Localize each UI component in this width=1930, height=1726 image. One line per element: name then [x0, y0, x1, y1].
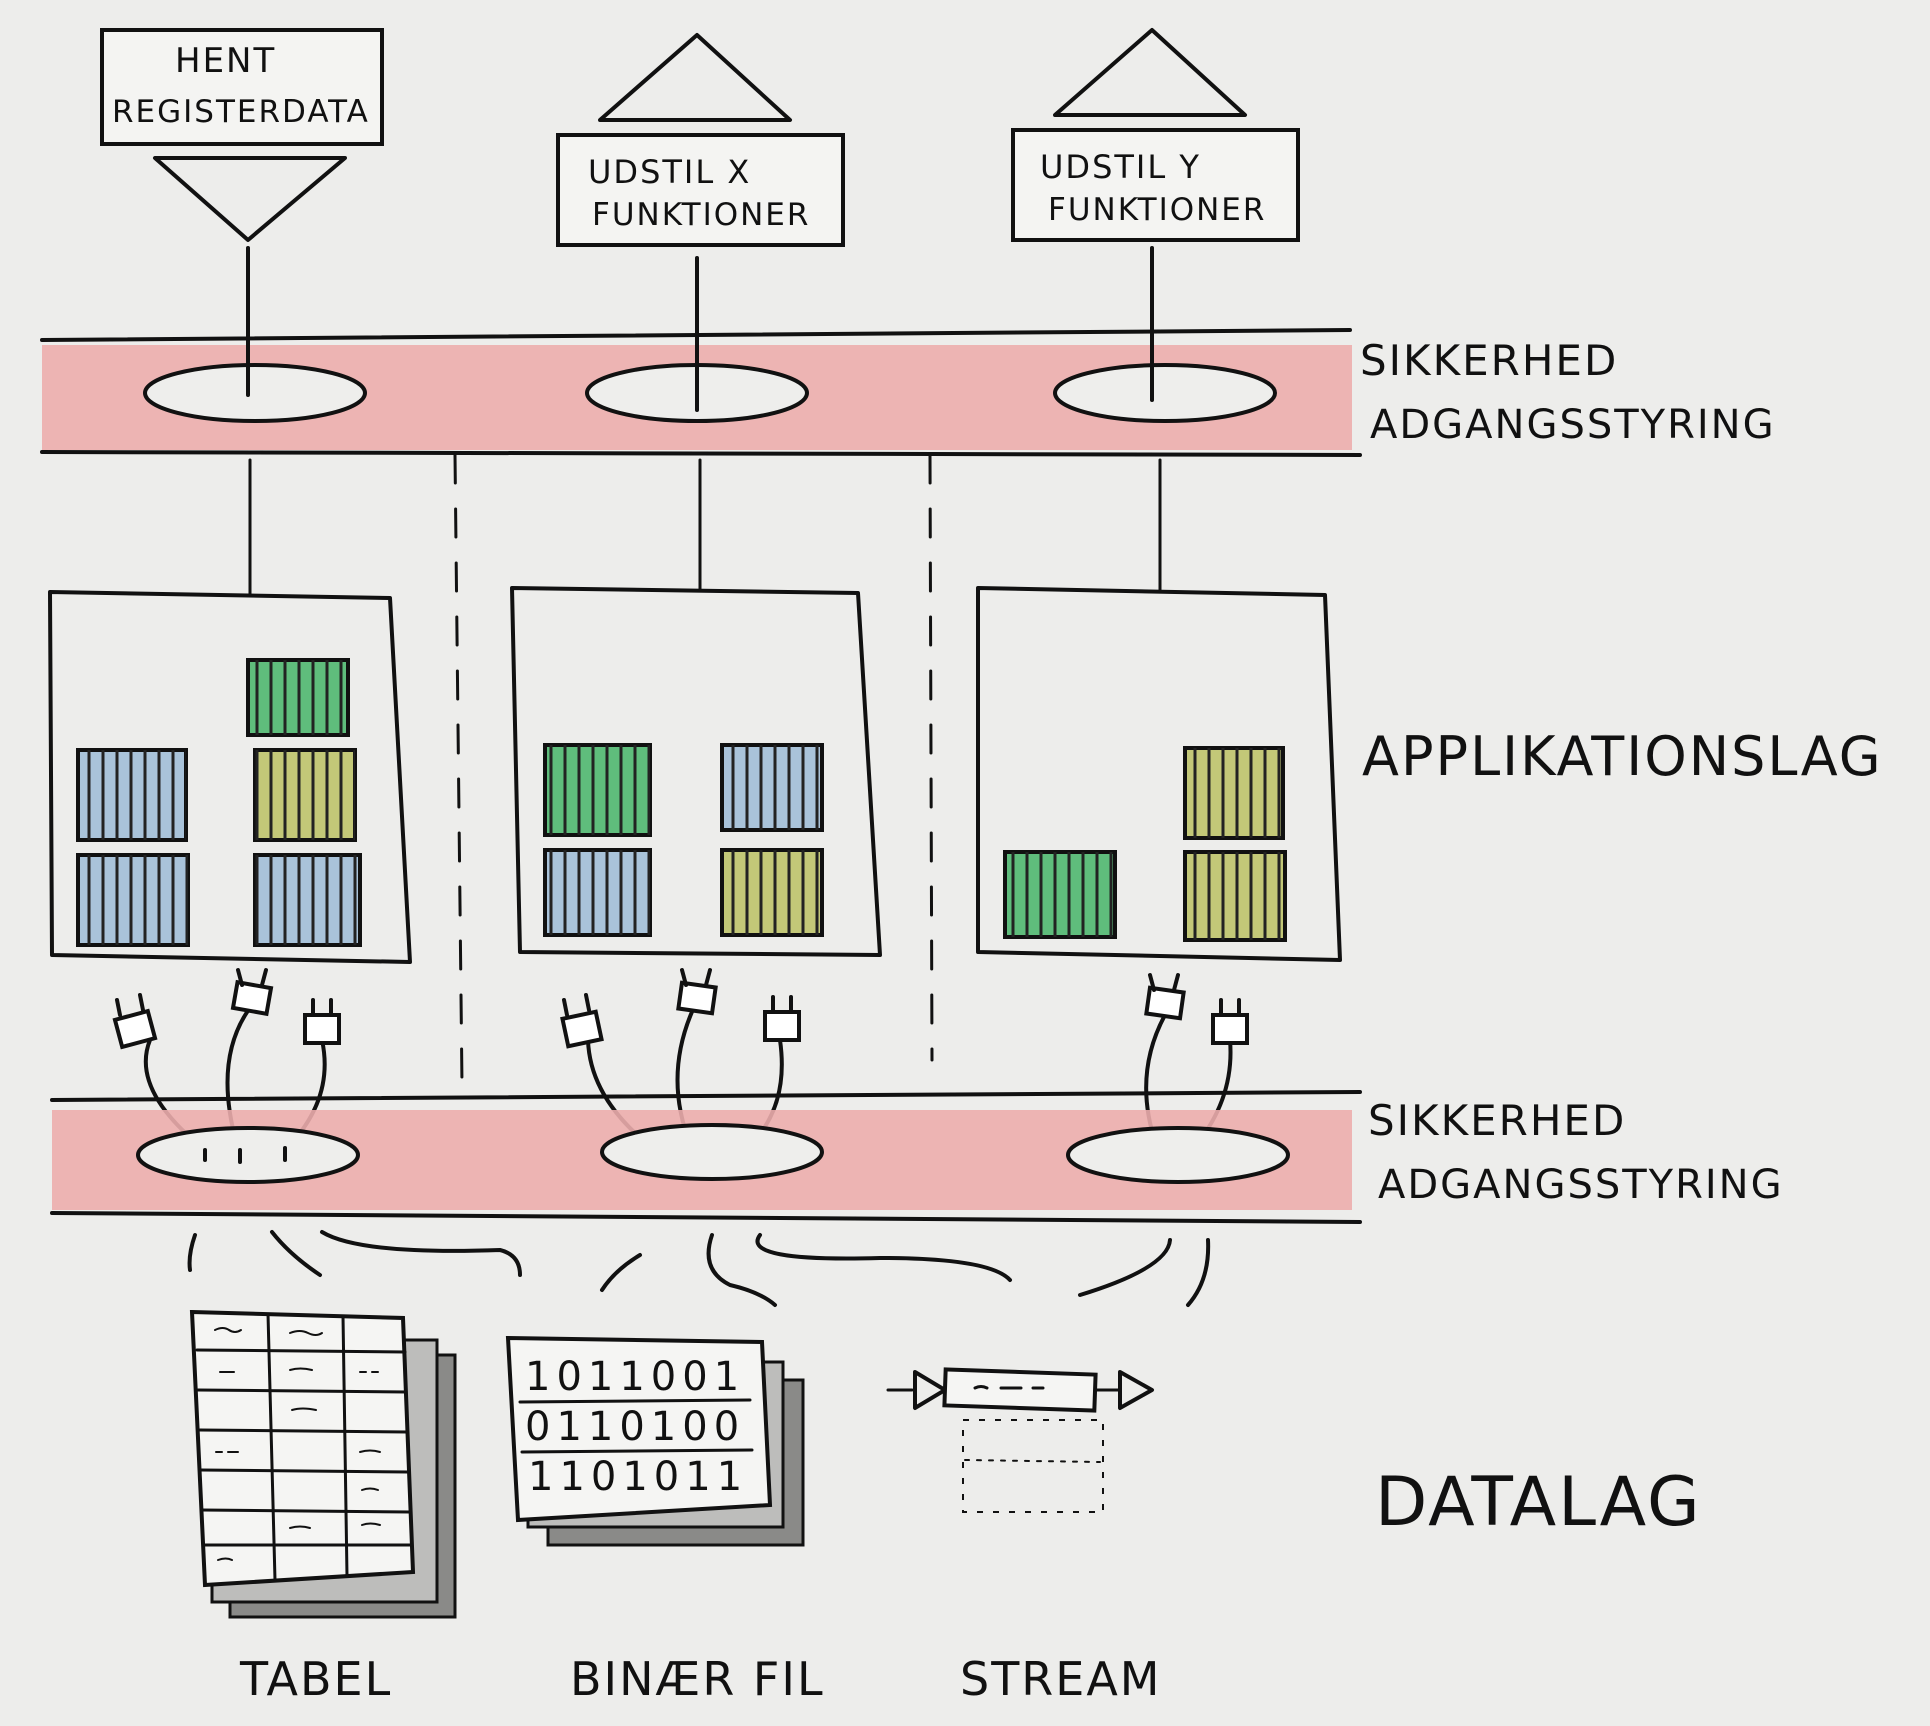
security-top-line2: Adgangsstyring: [1370, 402, 1776, 448]
plug-icon: [230, 968, 274, 1017]
fetch-registerdata-box: Hent Registerdata: [100, 28, 384, 242]
binary-row: 0110100: [525, 1404, 745, 1450]
security-gate-bottom-1: [136, 1126, 360, 1184]
plug-icon: [1144, 973, 1186, 1021]
plug-icon: [763, 995, 801, 1042]
security-band-bottom: Sikkerhed Adgangsstyring: [50, 1090, 1784, 1224]
plug-icon: [112, 993, 158, 1050]
data-cables: [187, 1230, 1211, 1307]
application-layer-label: Applikationslag: [1362, 725, 1883, 788]
expose-y-label-line2: Funktioner: [1048, 192, 1266, 228]
expose-x-box: Udstil X Funktioner: [556, 33, 845, 247]
top-connectors: [246, 246, 1162, 597]
expose-x-label-line1: Udstil X: [588, 153, 751, 191]
plug-icon: [560, 993, 604, 1049]
plugs-column-3: [1144, 973, 1249, 1157]
app-container-2: [510, 586, 882, 957]
expose-x-roof-icon: [598, 33, 792, 122]
stream-icon: Stream: [886, 1367, 1161, 1706]
fetch-label-line2: Registerdata: [112, 94, 370, 130]
security-gate-bottom-2: [600, 1123, 824, 1181]
fetch-label-line1: Hent: [175, 41, 276, 81]
plug-icon: [303, 998, 341, 1045]
security-band-top: Sikkerhed Adgangsstyring: [40, 328, 1776, 457]
security-gate-bottom-3: [1066, 1126, 1290, 1184]
fetch-funnel-icon: [153, 156, 347, 242]
binary-row: 1101011: [528, 1454, 748, 1500]
plug-icon: [676, 968, 718, 1016]
expose-y-label-line1: Udstil Y: [1040, 148, 1201, 186]
binary-file-icon: 1011001 0110100 1101011 Binær fil: [505, 1335, 825, 1706]
table-label: Tabel: [239, 1652, 392, 1706]
expose-x-label-line2: Funktioner: [592, 197, 810, 233]
security-bottom-line2: Adgangsstyring: [1378, 1162, 1784, 1208]
stream-label: Stream: [960, 1652, 1161, 1706]
expose-y-roof-icon: [1053, 28, 1247, 117]
security-top-line1: Sikkerhed: [1360, 336, 1618, 385]
security-gate-top-1: [143, 363, 367, 423]
column-separators: [453, 453, 934, 1087]
security-gate-top-3: [1053, 363, 1277, 423]
app-container-3: [976, 586, 1342, 962]
table-icon: Tabel: [189, 1309, 457, 1706]
security-bottom-line1: Sikkerhed: [1368, 1096, 1626, 1145]
binary-file-label: Binær fil: [570, 1652, 825, 1706]
binary-row: 1011001: [525, 1354, 745, 1400]
expose-y-box: Udstil Y Funktioner: [1011, 28, 1300, 242]
data-layer-label: Datalag: [1375, 1463, 1702, 1542]
plug-icon: [1211, 998, 1249, 1045]
app-container-1: [48, 590, 412, 964]
